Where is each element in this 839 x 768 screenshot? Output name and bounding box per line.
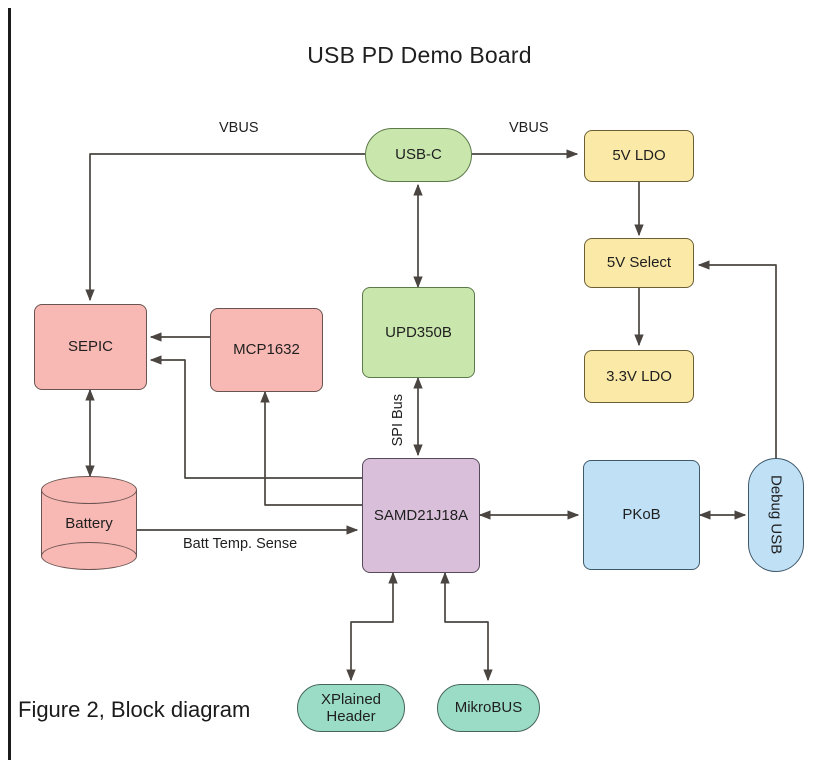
node-upd350b[interactable]: UPD350B	[362, 287, 475, 378]
node-sepic-label: SEPIC	[67, 338, 113, 356]
node-xplained-header-label: XPlained Header	[321, 691, 381, 726]
page-title: USB PD Demo Board	[307, 42, 532, 68]
edge-label-batt-temp-sense: Batt Temp. Sense	[183, 536, 298, 552]
node-upd350b-label: UPD350B	[385, 323, 452, 341]
xplained-line-1: XPlained	[320, 690, 382, 708]
xplained-line-2: Header	[326, 708, 376, 725]
node-usb-c[interactable]: USB-C	[365, 128, 472, 182]
node-battery[interactable]: Battery	[41, 476, 137, 570]
battery-cylinder-bottom	[41, 542, 137, 570]
node-sepic[interactable]: SEPIC	[34, 304, 147, 390]
node-pkob-label: PKoB	[622, 506, 661, 524]
battery-cylinder-top	[41, 476, 137, 504]
edge-label-vbus-right: VBUS	[509, 120, 549, 136]
node-5v-select-label: 5V Select	[606, 254, 672, 272]
node-mcp1632[interactable]: MCP1632	[210, 308, 323, 392]
node-battery-label: Battery	[65, 514, 113, 532]
node-samd21j18a-label: SAMD21J18A	[373, 506, 469, 524]
figure-border	[8, 8, 831, 760]
node-5v-ldo[interactable]: 5V LDO	[584, 130, 694, 182]
node-debug-usb-label: Debug USB	[767, 475, 785, 555]
node-5v-select[interactable]: 5V Select	[584, 238, 694, 288]
node-xplained-header[interactable]: XPlained Header	[297, 684, 405, 732]
node-mcp1632-label: MCP1632	[233, 341, 300, 359]
node-samd21j18a[interactable]: SAMD21J18A	[362, 458, 480, 573]
node-mikrobus-label: MikroBUS	[454, 699, 523, 717]
node-usb-c-label: USB-C	[395, 146, 442, 164]
edge-label-spi-bus: SPI Bus	[390, 394, 406, 447]
edge-label-vbus-left: VBUS	[219, 120, 259, 136]
node-5v-ldo-label: 5V LDO	[612, 147, 666, 165]
figure-caption: Figure 2, Block diagram	[18, 697, 251, 722]
node-3v3-ldo-label: 3.3V LDO	[606, 367, 672, 385]
node-pkob[interactable]: PKoB	[583, 460, 700, 570]
node-3v3-ldo[interactable]: 3.3V LDO	[584, 350, 694, 403]
node-debug-usb[interactable]: Debug USB	[748, 458, 804, 572]
node-mikrobus[interactable]: MikroBUS	[437, 684, 540, 732]
